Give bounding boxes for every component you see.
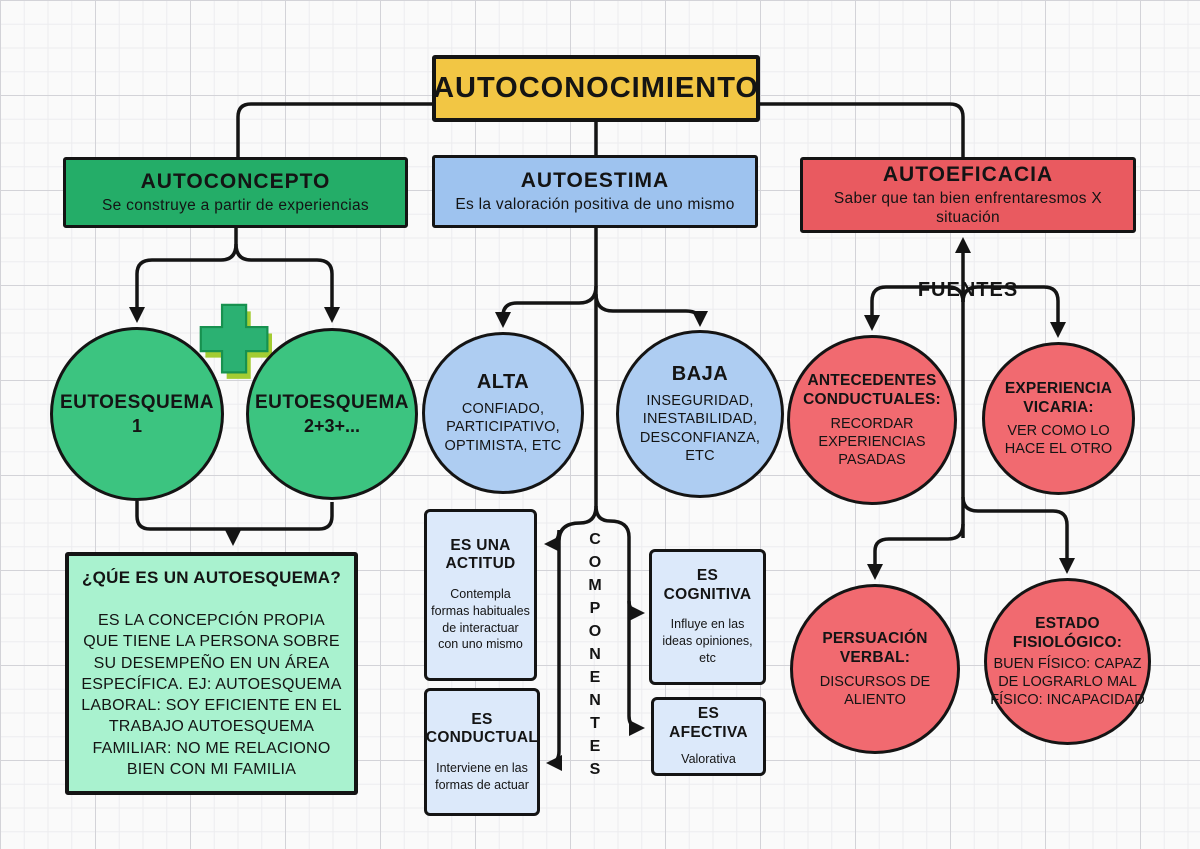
box-es-afectiva-title: ES AFECTIVA	[669, 705, 748, 742]
node-autoconocimiento: AUTOCONOCIMIENTO	[432, 55, 760, 122]
box-es-cognitiva-title: ES COGNITIVA	[663, 567, 752, 603]
circle-alta-body: CONFIADO, PARTICIPATIVO, OPTIMISTA, ETC	[444, 401, 562, 454]
circle-vicaria-title: EXPERIENCIA VICARIA:	[1004, 379, 1113, 416]
circle-fisiologico-body: BUEN FÍSICO: CAPAZ DE LOGRARLO MAL FÍSIC…	[990, 655, 1145, 708]
node-autoeficacia-title: AUTOEFICACIA	[882, 162, 1054, 186]
node-autoconcepto: AUTOCONCEPTO Se construye a partir de ex…	[63, 157, 408, 228]
plus-icon	[198, 301, 272, 379]
definition-title: ¿QÚE ES UN AUTOESQUEMA?	[81, 568, 342, 587]
circle-antecedentes-title: ANTECEDENTES CONDUCTUALES:	[803, 371, 941, 409]
circle-eutoesquema-1: EUTOESQUEMA 1	[50, 327, 224, 501]
circle-alta: ALTA CONFIADO, PARTICIPATIVO, OPTIMISTA,…	[422, 332, 584, 494]
node-autoestima: AUTOESTIMA Es la valoración positiva de …	[432, 155, 758, 228]
circle-alta-title: ALTA	[476, 371, 530, 394]
node-autoconocimiento-title: AUTOCONOCIMIENTO	[433, 72, 759, 104]
circle-baja: BAJA INSEGURIDAD, INESTABILIDAD, DESCONF…	[616, 330, 784, 498]
circle-estado-fisiologico: ESTADO FISIOLÓGICO: BUEN FÍSICO: CAPAZ D…	[984, 578, 1151, 745]
circle-fisiologico-title: ESTADO FISIOLÓGICO:	[1012, 614, 1123, 652]
node-autoeficacia-subtitle: Saber que tan bien enfrentaresmos X situ…	[833, 189, 1103, 226]
node-autoconcepto-title: AUTOCONCEPTO	[140, 169, 331, 193]
circle-eutoesquema-1-title: EUTOESQUEMA	[60, 391, 215, 413]
circle-eutoesquema-2: EUTOESQUEMA 2+3+...	[246, 328, 418, 500]
node-autoeficacia: AUTOEFICACIA Saber que tan bien enfrenta…	[800, 157, 1136, 233]
box-es-conductual-title: ES CONDUCTUAL	[425, 710, 539, 747]
box-es-una-actitud: ES UNA ACTITUD Contempla formas habitual…	[424, 509, 537, 681]
circle-persuacion-body: DISCURSOS DE ALIENTO	[819, 673, 931, 708]
node-autoconcepto-subtitle: Se construye a partir de experiencias	[102, 196, 369, 214]
circle-antecedentes-body: RECORDAR EXPERIENCIAS PASADAS	[818, 415, 926, 468]
label-fuentes: FUENTES	[917, 279, 1019, 301]
circle-experiencia-vicaria: EXPERIENCIA VICARIA: VER COMO LO HACE EL…	[982, 342, 1135, 495]
box-es-una-actitud-title: ES UNA ACTITUD	[445, 536, 516, 573]
definition-body: ES LA CONCEPCIÓN PROPIA QUE TIENE LA PER…	[81, 612, 342, 778]
definition-box-autoesquema: ¿QÚE ES UN AUTOESQUEMA? ES LA CONCEPCIÓN…	[65, 552, 358, 795]
circle-eutoesquema-2-title: EUTOESQUEMA	[255, 391, 410, 413]
circle-baja-body: INSEGURIDAD, INESTABILIDAD, DESCONFIANZA…	[639, 393, 761, 464]
circle-antecedentes-conductuales: ANTECEDENTES CONDUCTUALES: RECORDAR EXPE…	[787, 335, 957, 505]
circle-persuacion-verbal: PERSUACIÓN VERBAL: DISCURSOS DE ALIENTO	[790, 584, 960, 754]
circle-persuacion-title: PERSUACIÓN VERBAL:	[822, 630, 928, 667]
box-es-cognitiva: ES COGNITIVA Influye en las ideas opinio…	[649, 549, 766, 685]
box-es-afectiva: ES AFECTIVA Valorativa	[651, 697, 766, 776]
node-autoestima-title: AUTOESTIMA	[520, 168, 670, 192]
circle-vicaria-body: VER COMO LO HACE EL OTRO	[1004, 423, 1113, 458]
circle-eutoesquema-1-subtitle: 1	[131, 415, 142, 436]
box-es-una-actitud-body: Contempla formas habituales de interactu…	[431, 586, 530, 652]
circle-baja-title: BAJA	[671, 363, 729, 386]
box-es-conductual: ES CONDUCTUAL Interviene en las formas d…	[424, 688, 540, 816]
circle-eutoesquema-2-subtitle: 2+3+...	[303, 415, 361, 436]
box-es-conductual-body: Interviene en las formas de actuar	[435, 760, 529, 792]
box-es-afectiva-body: Valorativa	[681, 751, 736, 766]
node-autoestima-subtitle: Es la valoración positiva de uno mismo	[455, 195, 735, 213]
box-es-cognitiva-body: Influye en las ideas opiniones, etc	[662, 617, 753, 666]
